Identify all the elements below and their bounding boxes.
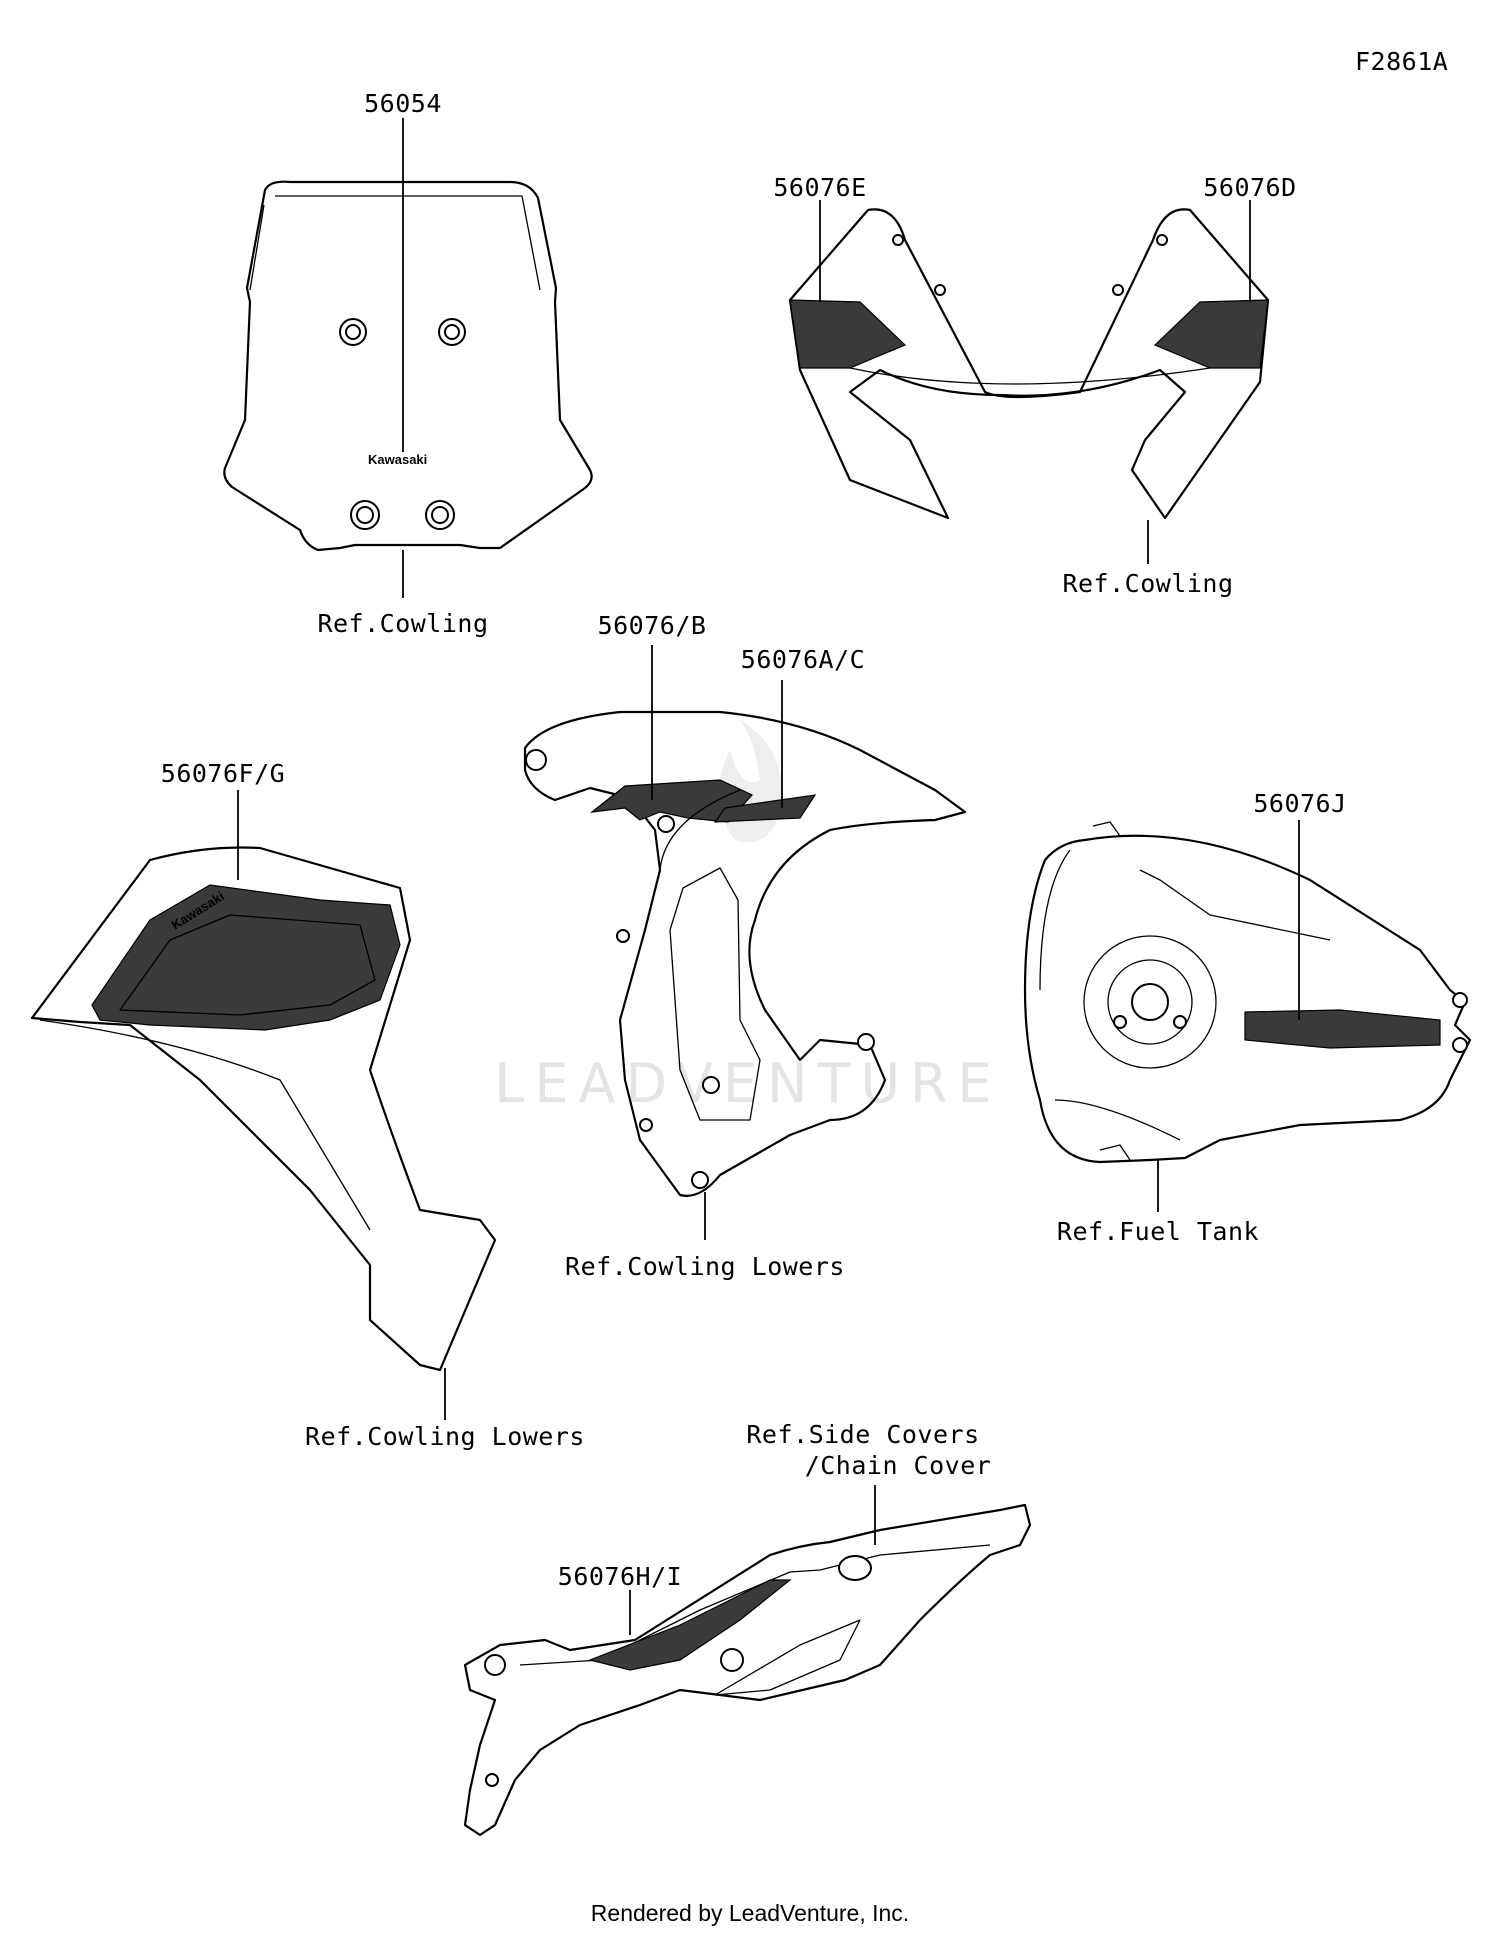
mount-hole-icon [720, 1648, 744, 1672]
mount-hole-icon [702, 1076, 720, 1094]
part-label-56076FG[interactable]: 56076F/G [161, 759, 285, 788]
side-fairing-outline [523, 710, 967, 1197]
mount-hole-icon [356, 506, 374, 524]
upper-cowl-inner-edge [849, 367, 1211, 385]
ref-label-chain-cover[interactable]: /Chain Cover [805, 1451, 992, 1480]
fuel-cap-ring-inner [1107, 959, 1193, 1045]
mount-hole-icon [484, 1654, 506, 1676]
mount-hole-icon [1173, 1015, 1187, 1029]
side-fairing-inner-edge [659, 789, 741, 871]
part-side-panel[interactable]: Kawasaki [30, 846, 497, 1372]
upper-cowl-outline [788, 208, 1270, 520]
side-fairing-opening [669, 867, 761, 1121]
mount-hole-icon [657, 815, 675, 833]
mount-hole-icon [1452, 1037, 1468, 1053]
mount-hole-icon [892, 234, 904, 246]
part-upper-cowl[interactable] [788, 208, 1270, 520]
fuel-cap-icon [1131, 983, 1169, 1021]
windscreen-outline [223, 180, 593, 552]
part-label-56076B[interactable]: 56076/B [598, 611, 707, 640]
decal-56076D [1153, 299, 1269, 369]
part-windscreen[interactable]: Kawasaki [223, 180, 593, 552]
part-label-56054[interactable]: 56054 [364, 89, 442, 118]
mount-hole-icon [1156, 234, 1168, 246]
watermark: LEADVENTURE [494, 720, 1001, 1115]
windscreen-left-edge [249, 204, 265, 291]
ref-label-cowling[interactable]: Ref.Cowling [317, 609, 488, 638]
footer-credit: Rendered by LeadVenture, Inc. [591, 1900, 909, 1926]
fuel-tank-bracket-bottom [1099, 1144, 1131, 1161]
mount-hole-icon [444, 324, 460, 340]
fuel-tank-outline [1023, 834, 1472, 1164]
fuel-tank-bracket-top [1092, 821, 1121, 837]
figure-code: F2861A [1355, 47, 1448, 76]
fuel-cap-ring [1083, 935, 1217, 1069]
side-panel-decal-inner [119, 914, 376, 1016]
decal-56076J [1244, 1009, 1441, 1049]
side-cover-outline [463, 1503, 1032, 1837]
part-side-fairing[interactable] [523, 710, 967, 1197]
part-label-56076E[interactable]: 56076E [773, 173, 866, 202]
mount-hole-icon [616, 929, 630, 943]
side-cover-inner-panel [714, 1619, 861, 1696]
mount-hole-icon [934, 284, 946, 296]
ref-label-cowling-lowers[interactable]: Ref.Cowling Lowers [305, 1422, 585, 1451]
decal-56076B [589, 779, 753, 823]
mount-hole-icon [525, 749, 547, 771]
mount-hole-icon [1112, 284, 1124, 296]
decal-brand-text: Kawasaki [368, 452, 427, 467]
fuel-tank-lower-contour [1054, 1099, 1181, 1141]
part-side-cover[interactable] [463, 1503, 1032, 1837]
ref-label-cowling-lowers[interactable]: Ref.Cowling Lowers [565, 1252, 845, 1281]
mount-hole-icon [639, 1118, 653, 1132]
decal-56076F-G [91, 884, 401, 1031]
mount-hole-icon [345, 324, 361, 340]
ref-label-cowling[interactable]: Ref.Cowling [1062, 569, 1233, 598]
part-label-56076J[interactable]: 56076J [1253, 789, 1346, 818]
mount-hole-icon [1113, 1015, 1127, 1029]
part-label-56076HI[interactable]: 56076H/I [558, 1562, 682, 1591]
part-label-56076AC[interactable]: 56076A/C [741, 645, 865, 674]
side-panel-lower-edge [39, 1019, 371, 1231]
mount-hole-icon [1452, 992, 1468, 1008]
ref-label-fuel-tank[interactable]: Ref.Fuel Tank [1057, 1217, 1259, 1246]
watermark-text: LEADVENTURE [494, 1052, 1001, 1115]
side-panel-outline [30, 846, 497, 1372]
mount-hole-icon [838, 1555, 872, 1581]
mount-hole-icon [857, 1033, 875, 1051]
part-label-56076D[interactable]: 56076D [1203, 173, 1296, 202]
mount-hole-icon [431, 506, 449, 524]
mount-hole-icon [485, 1773, 499, 1787]
fuel-tank-side-contour [1039, 849, 1071, 991]
decal-56076H-I [588, 1579, 792, 1671]
decal-56076A-C [713, 794, 817, 823]
part-fuel-tank[interactable] [1023, 821, 1472, 1164]
ref-label-side-covers[interactable]: Ref.Side Covers [746, 1420, 979, 1449]
mount-hole-icon [691, 1171, 709, 1189]
fuel-tank-upper-contour [1139, 869, 1331, 941]
watermark-flame-icon [718, 720, 782, 842]
windscreen-top-edge [275, 195, 541, 291]
decal-56076E [789, 299, 907, 369]
